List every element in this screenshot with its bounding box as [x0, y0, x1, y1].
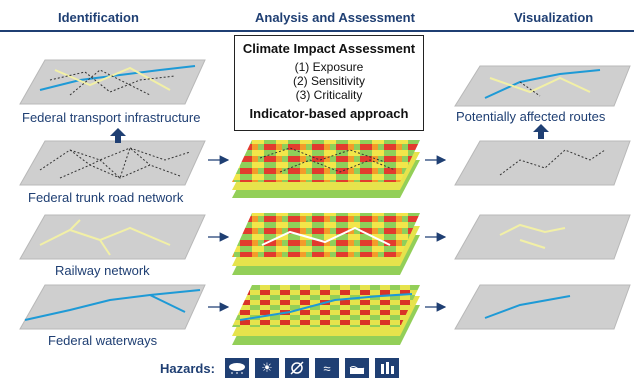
- storm-icon: [284, 358, 309, 378]
- assessment-title: Climate Impact Assessment: [242, 41, 416, 56]
- climate-impact-assessment-box: Climate Impact Assessment (1) Exposure (…: [234, 35, 424, 131]
- header-visualization: Visualization: [514, 10, 594, 25]
- plane-waterways: [19, 284, 206, 330]
- assessment-item: (2) Sensitivity: [292, 74, 366, 88]
- label-railway-network: Railway network: [55, 263, 150, 278]
- plane-affected-rail: [454, 214, 631, 260]
- heatmap-stack-rail: [232, 213, 420, 275]
- plane-affected-road: [454, 140, 631, 186]
- water-level-icon: [344, 358, 369, 378]
- plane-rail: [19, 214, 206, 260]
- label-federal-waterways: Federal waterways: [48, 333, 158, 348]
- heat-icon: ☀: [254, 358, 279, 378]
- assessment-item: (3) Criticality: [295, 88, 363, 102]
- header-identification: Identification: [58, 10, 139, 25]
- landslide-icon: [374, 358, 399, 378]
- plane-affected-routes: [454, 65, 631, 107]
- up-arrow-right: [533, 124, 549, 139]
- heatmap-stack-road: [232, 140, 420, 198]
- label-potentially-affected-routes: Potentially affected routes: [456, 109, 606, 124]
- assessment-item: (1) Exposure: [294, 60, 364, 74]
- assessment-items: (1) Exposure (2) Sensitivity (3) Critica…: [235, 60, 423, 102]
- plane-road: [19, 140, 206, 186]
- flood-icon: [224, 358, 249, 378]
- label-federal-trunk-road-network: Federal trunk road network: [28, 190, 184, 205]
- hazards-row: Hazards: ☀ ≈: [160, 356, 399, 380]
- heatmap-stack-waterways: [232, 285, 420, 345]
- plane-affected-waterways: [454, 284, 631, 330]
- wave-icon: ≈: [314, 358, 339, 378]
- header-divider: [0, 30, 634, 32]
- up-arrow-left: [110, 128, 126, 143]
- assessment-approach: Indicator-based approach: [249, 106, 409, 121]
- header-analysis: Analysis and Assessment: [255, 10, 415, 25]
- hazards-label: Hazards:: [160, 360, 215, 376]
- plane-infrastructure: [19, 59, 206, 105]
- label-federal-transport-infrastructure: Federal transport infrastructure: [22, 110, 201, 125]
